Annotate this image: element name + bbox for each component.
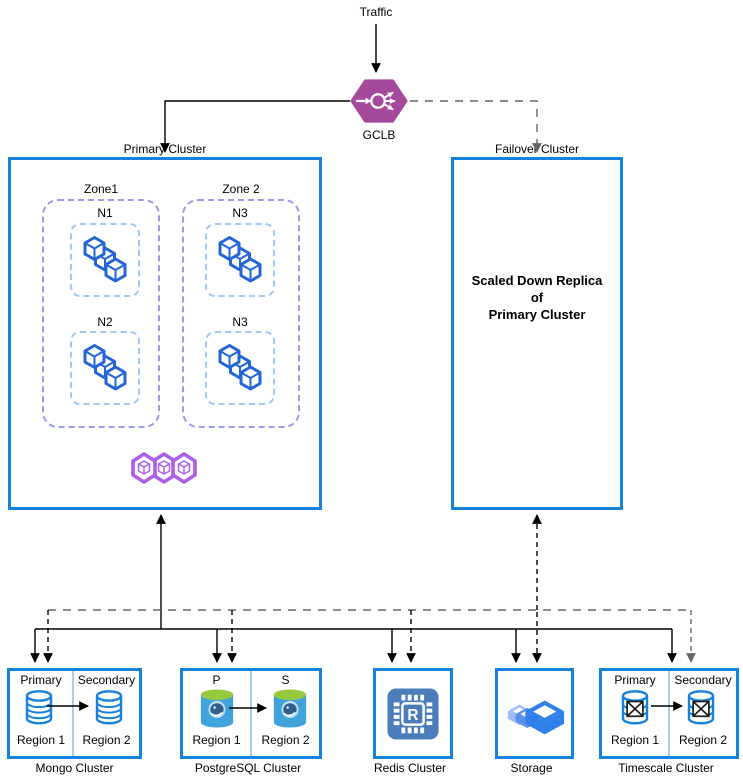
zone-1-label: Zone1 [83,182,119,196]
postgresql-cluster-box: P S Region 1 Region 2 [180,668,322,759]
failover-description-line2: of [530,290,544,305]
timescale-cluster-box: Primary Secondary Region 1 Region 2 [599,668,739,759]
storage-icon [504,690,566,738]
postgresql-region-divider [250,671,252,756]
redis-cluster-box: R [373,668,453,759]
database-icon [24,689,54,731]
node-n3a-label: N3 [232,206,248,220]
traffic-label: Traffic [359,5,393,19]
pods-icon [131,451,197,490]
memorystore-icon: R [387,687,439,740]
mongo-region-divider [72,671,74,756]
node-n2-label: N2 [97,315,113,329]
timescale-secondary-label: Secondary [674,673,732,687]
postgresql-region2-label: Region 2 [261,733,310,747]
node-n1-box [70,223,140,297]
gclb-label: GCLB [362,128,396,142]
mongo-cluster-box: Primary Secondary Region 1 Region 2 [7,668,142,759]
node-n3b-box [205,331,275,405]
failover-description-line3: Primary Cluster [488,307,586,322]
mongo-primary-label: Primary [20,673,62,687]
timescale-primary-label: Primary [614,673,656,687]
storage-box [495,668,574,759]
workload-cubes-icon [217,236,263,284]
workload-cubes-icon [217,344,263,392]
failover-description: Scaled Down Replica of Primary Cluster [454,272,620,323]
workload-cubes-icon [82,344,128,392]
node-n2-box [70,331,140,405]
node-n1-label: N1 [97,206,113,220]
redis-letter: R [407,706,418,723]
node-n3a-box [205,223,275,297]
storage-title: Storage [510,761,553,775]
zone-2-box [182,199,300,428]
failover-cluster-label: Failover Cluster [494,142,580,156]
timescale-cluster-title: Timescale Cluster [618,761,714,775]
database-icon [94,689,124,731]
postgresql-icon [198,687,236,736]
postgresql-secondary-label: S [281,673,290,687]
mongo-secondary-label: Secondary [77,673,136,687]
postgresql-cluster-title: PostgreSQL Cluster [194,761,302,775]
mongo-region1-label: Region 1 [16,733,66,747]
postgresql-primary-label: P [212,673,221,687]
failover-cluster-box: Scaled Down Replica of Primary Cluster [451,157,623,510]
primary-cluster-box: Zone1 Zone 2 N1 N2 N3 N3 [8,157,322,510]
crossed-database-icon [620,689,650,731]
load-balancer-icon [348,77,410,125]
crossed-database-icon [686,689,716,731]
timescale-region-divider [668,671,670,756]
postgresql-region1-label: Region 1 [192,733,241,747]
postgresql-icon [271,687,309,736]
node-n3b-label: N3 [232,315,248,329]
redis-cluster-title: Redis Cluster [373,761,447,775]
timescale-region1-label: Region 1 [610,733,660,747]
mongo-region2-label: Region 2 [82,733,131,747]
mongo-cluster-title: Mongo Cluster [35,761,114,775]
timescale-region2-label: Region 2 [678,733,728,747]
zone-2-label: Zone 2 [222,182,260,196]
workload-cubes-icon [82,236,128,284]
primary-cluster-label: Primary Cluster [123,142,207,156]
zone-1-box [42,199,160,428]
failover-description-line1: Scaled Down Replica [471,273,603,288]
